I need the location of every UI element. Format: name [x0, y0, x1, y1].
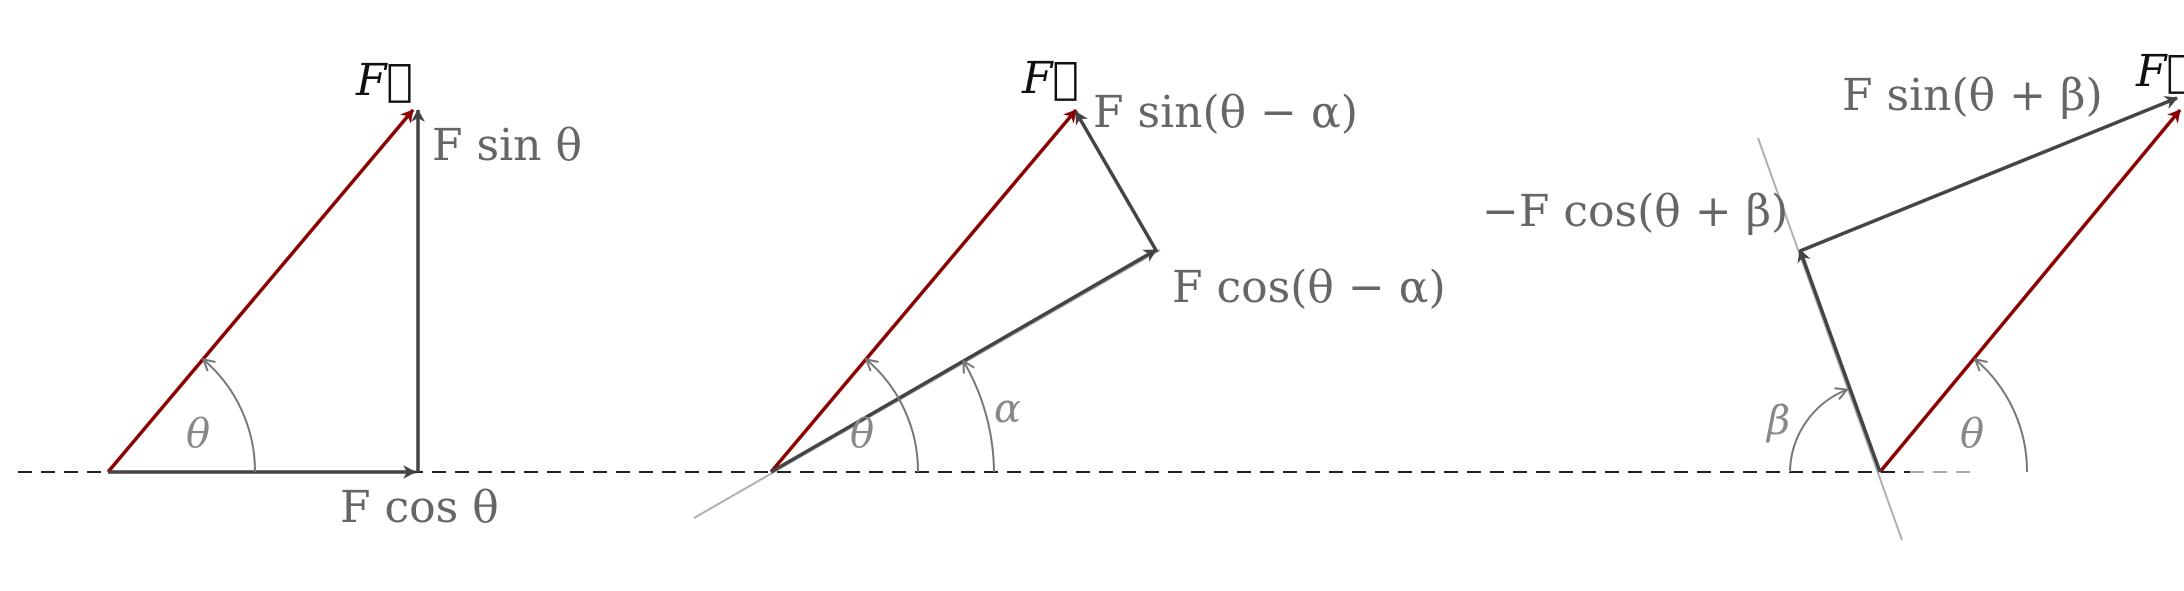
cos-label: F cos θ — [340, 482, 499, 533]
alpha-arc — [964, 362, 995, 473]
force-label: F⃗ — [1021, 53, 1079, 104]
force-label: F⃗ — [355, 55, 413, 106]
theta-arc — [1976, 360, 2029, 473]
sin-label: F sin(θ − α) — [1093, 87, 1358, 138]
force-label: F⃗ — [2135, 46, 2184, 97]
sin-component-vector — [1074, 111, 1159, 253]
theta-label: θ — [186, 411, 210, 457]
cos-component-vector — [1797, 249, 1882, 473]
cos-label: −F cos(θ + β) — [1482, 186, 1788, 237]
sin-label: F sin(θ + β) — [1842, 70, 2103, 121]
alpha-label: α — [994, 386, 1021, 432]
panel-2: F⃗ F sin(θ − α) F cos(θ − α) θ α — [693, 53, 1446, 519]
rotated-axis — [1757, 137, 1903, 541]
theta-label: θ — [850, 411, 874, 457]
force-vector — [106, 108, 415, 474]
cos-label: F cos(θ − α) — [1172, 262, 1446, 313]
force-vector — [769, 108, 1078, 474]
panel-1: F⃗ F sin θ F cos θ θ — [106, 55, 582, 533]
sin-label: F sin θ — [432, 120, 582, 171]
panel-3: F⃗ F sin(θ + β) −F cos(θ + β) β θ — [1482, 46, 2184, 541]
theta-arc — [204, 360, 257, 473]
theta-label: θ — [1960, 411, 1984, 457]
theta-arc — [867, 360, 920, 473]
beta-label: β — [1765, 398, 1790, 444]
cos-component-vector — [770, 248, 1157, 474]
force-vector — [1878, 108, 2182, 474]
beta-arc — [1789, 390, 1846, 473]
sin-component-vector — [1799, 96, 2178, 253]
